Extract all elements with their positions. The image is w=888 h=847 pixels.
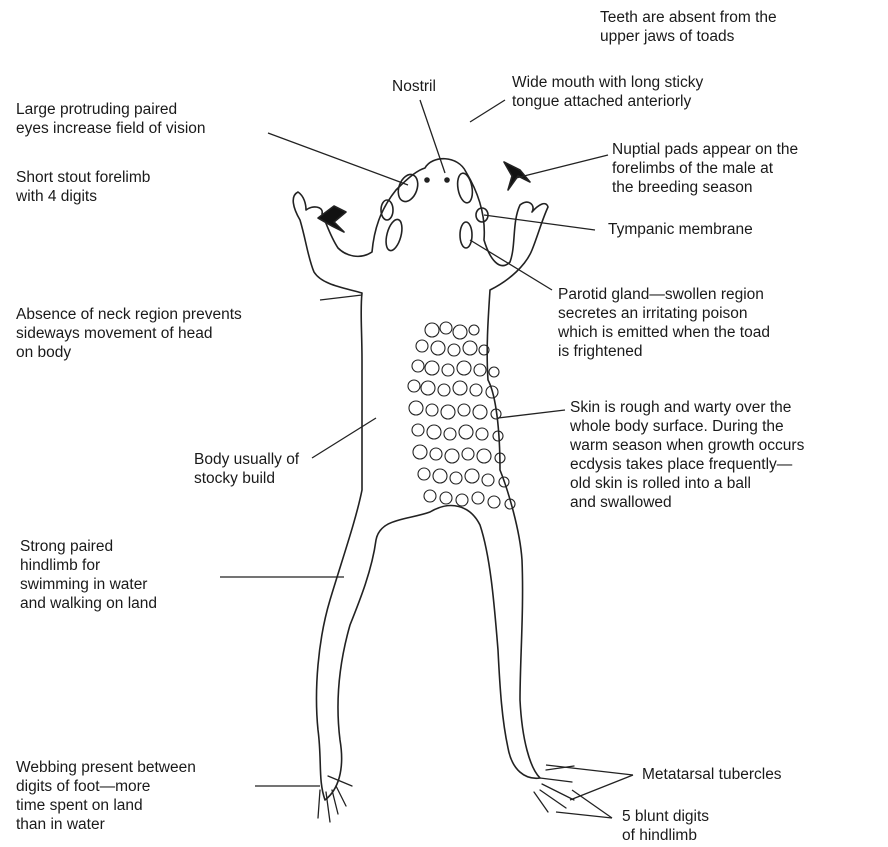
label-digits: 5 blunt digits of hindlimb xyxy=(622,807,709,845)
parotid-left xyxy=(383,218,405,253)
leader-nuptial xyxy=(516,155,608,178)
leader-metatarsal-1 xyxy=(546,765,633,775)
label-mouth: Wide mouth with long sticky tongue attac… xyxy=(512,73,703,111)
leader-body xyxy=(312,418,376,458)
parotid-right xyxy=(460,222,472,248)
label-forelimb: Short stout forelimb with 4 digits xyxy=(16,168,150,206)
right-eye xyxy=(456,172,475,204)
label-skin: Skin is rough and warty over the whole b… xyxy=(570,398,804,512)
label-tympanic: Tympanic membrane xyxy=(608,220,753,239)
leader-parotid xyxy=(470,240,552,290)
leader-neck xyxy=(320,295,362,300)
label-hindlimb: Strong paired hindlimb for swimming in w… xyxy=(20,537,157,613)
warty-skin xyxy=(408,322,515,509)
leader-mouth xyxy=(470,100,505,122)
left-eye xyxy=(395,172,421,204)
label-body: Body usually of stocky build xyxy=(194,450,299,488)
label-teeth: Teeth are absent from the upper jaws of … xyxy=(600,8,777,46)
leader-skin xyxy=(498,410,565,418)
label-eyes: Large protruding paired eyes increase fi… xyxy=(16,100,206,138)
label-neck: Absence of neck region prevents sideways… xyxy=(16,305,242,362)
label-metatarsal: Metatarsal tubercles xyxy=(642,765,782,784)
label-webbing: Webbing present between digits of foot—m… xyxy=(16,758,196,834)
leader-eyes xyxy=(268,133,408,185)
leader-nostril xyxy=(420,100,445,173)
nostril-left xyxy=(425,178,429,182)
leader-metatarsal-2 xyxy=(570,775,633,800)
right-foot-toes xyxy=(534,766,574,812)
label-nuptial: Nuptial pads appear on the forelimbs of … xyxy=(612,140,798,197)
nostril-right xyxy=(445,178,449,182)
left-foot-toes xyxy=(318,776,352,822)
label-nostril: Nostril xyxy=(392,77,436,96)
label-parotid: Parotid gland—swollen region secretes an… xyxy=(558,285,770,361)
